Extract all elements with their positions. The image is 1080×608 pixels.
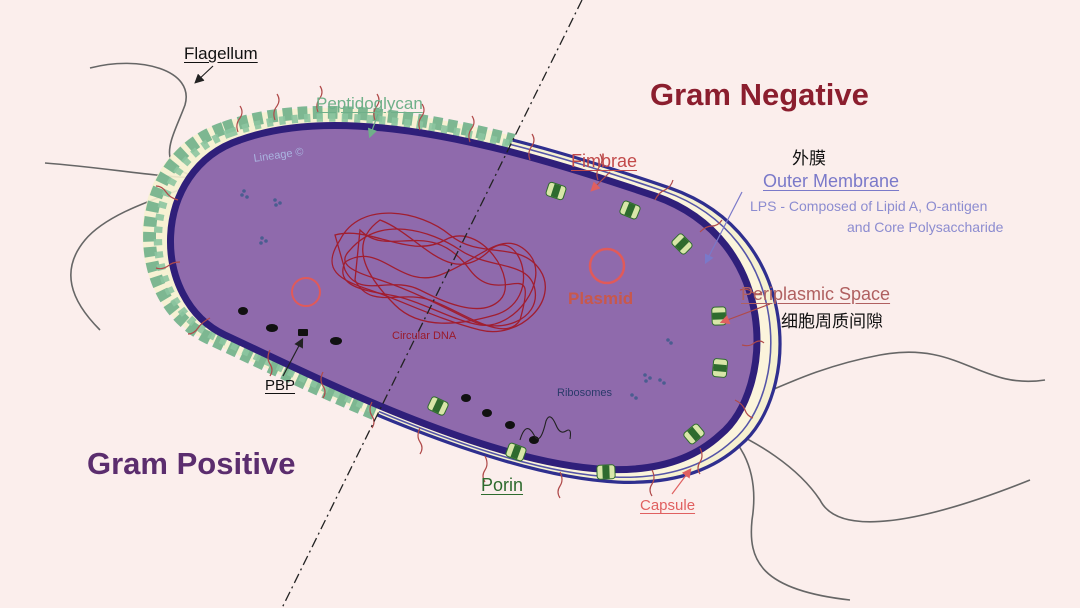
capsule-pointer — [671, 468, 692, 495]
lps-line-1: LPS - Composed of Lipid A, O-antigen — [750, 198, 988, 214]
fimbrae-label: Fimbrae — [571, 151, 638, 171]
ribosomes-label: Ribosomes — [557, 387, 613, 399]
porins — [427, 181, 729, 480]
plasmid-left — [291, 277, 321, 307]
fimbrae-pointer — [590, 171, 611, 192]
peptidoglycan-label: Peptidoglycan — [316, 94, 423, 113]
circular-dna — [331, 212, 546, 333]
flagellum-pointer — [194, 65, 214, 84]
ribosomes — [240, 189, 673, 400]
outer-membrane-label: Outer Membrane — [763, 171, 900, 191]
periplasmic-space-label: Periplasmic Space — [741, 284, 891, 304]
signature-scribble — [519, 416, 572, 441]
circular-dna-label: Circular DNA — [392, 330, 457, 342]
periplasmic-pointer — [719, 303, 771, 324]
outer-membrane-pointer — [704, 191, 743, 265]
fimbrae — [155, 85, 765, 499]
lps-line-2: and Core Polysaccharide — [847, 219, 1004, 235]
gram-positive-title: Gram Positive — [87, 446, 296, 481]
periplasmic-space-cn-label: 细胞周质间隙 — [781, 312, 883, 331]
porin-label: Porin — [481, 475, 524, 495]
plasmid-label: Plasmid — [568, 289, 634, 308]
pbp-label: PBP — [265, 377, 296, 394]
cytoplasm — [167, 121, 761, 474]
gram-negative-title: Gram Negative — [650, 77, 869, 112]
divider-line — [281, 0, 583, 608]
pbp-proteins — [238, 307, 539, 444]
capsule-label: Capsule — [640, 497, 696, 514]
pbp-pointer — [282, 337, 304, 377]
flagellum-label: Flagellum — [184, 44, 258, 63]
peptidoglycan-pointer — [367, 113, 379, 139]
plasmid-right — [588, 247, 626, 285]
outer-membrane-cn-label: 外膜 — [792, 149, 826, 168]
